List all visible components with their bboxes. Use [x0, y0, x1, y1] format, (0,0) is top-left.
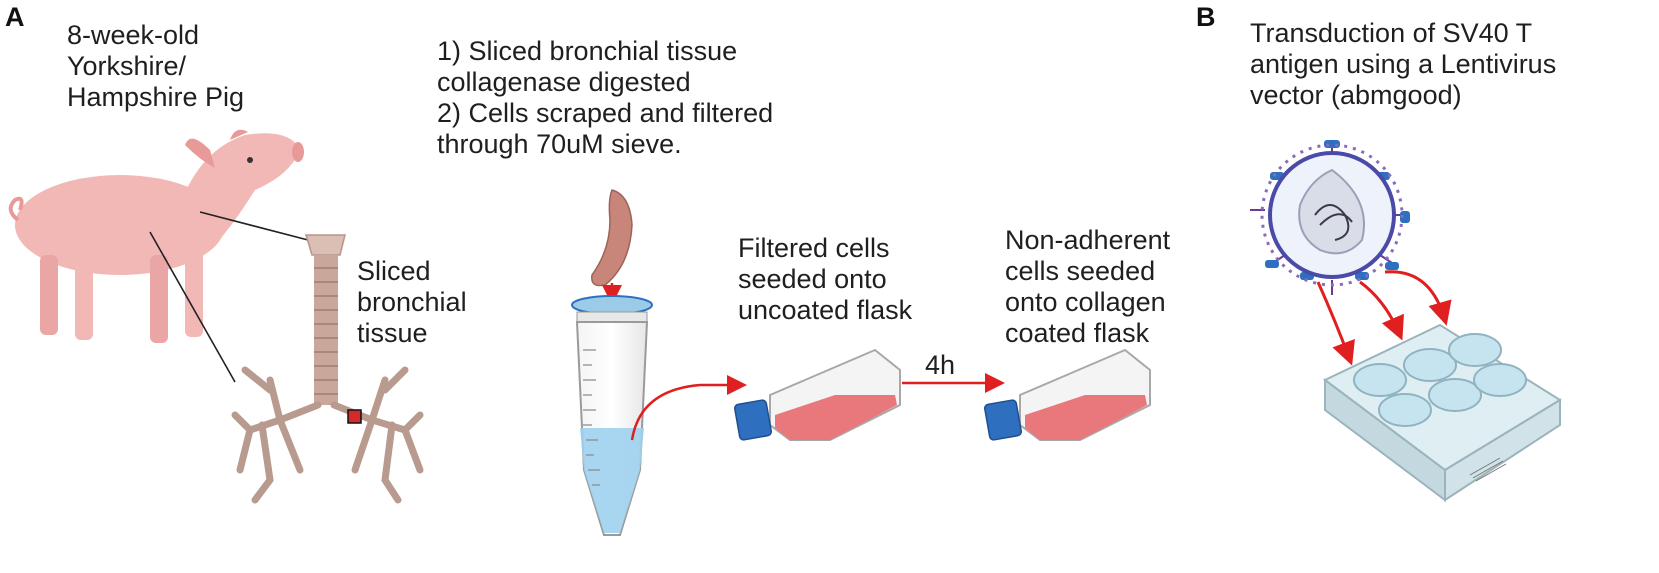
- panel-label-b: B: [1196, 2, 1216, 32]
- connector-line-bottom: [149, 231, 236, 383]
- connector-line-top: [199, 211, 309, 241]
- steps-label: 1) Sliced bronchial tissue collagenase d…: [437, 36, 774, 159]
- arrow-virus-to-plate-3: [1384, 270, 1452, 326]
- panel-label-a: A: [5, 2, 25, 32]
- pig-illustration: [8, 129, 304, 343]
- flask-collagen-coated-icon: [984, 348, 1151, 441]
- arrow-virus-to-plate-2: [1359, 280, 1404, 341]
- airway-tree-illustration: [231, 234, 424, 504]
- filtered-label: Filtered cells seeded onto uncoated flas…: [738, 233, 913, 325]
- tissue-selection-box: [347, 409, 362, 424]
- lentivirus-icon: [1250, 140, 1410, 295]
- nonadherent-label: Non-adherent cells seeded onto collagen …: [1005, 225, 1171, 348]
- tissue-label: Sliced bronchial tissue: [357, 256, 467, 348]
- pig-label: 8-week-old Yorkshire/ Hampshire Pig: [67, 20, 245, 112]
- six-well-plate-icon: [1323, 323, 1562, 502]
- tissue-slice-icon: [591, 189, 633, 287]
- time-label: 4h: [925, 350, 956, 380]
- transduction-label: Transduction of SV40 T antigen using a L…: [1250, 18, 1557, 110]
- arrow-virus-to-plate-1: [1316, 281, 1355, 366]
- flask-uncoated-icon: [734, 348, 901, 441]
- arrow-tube-to-flask: [630, 375, 747, 441]
- conical-tube-icon: [571, 295, 653, 536]
